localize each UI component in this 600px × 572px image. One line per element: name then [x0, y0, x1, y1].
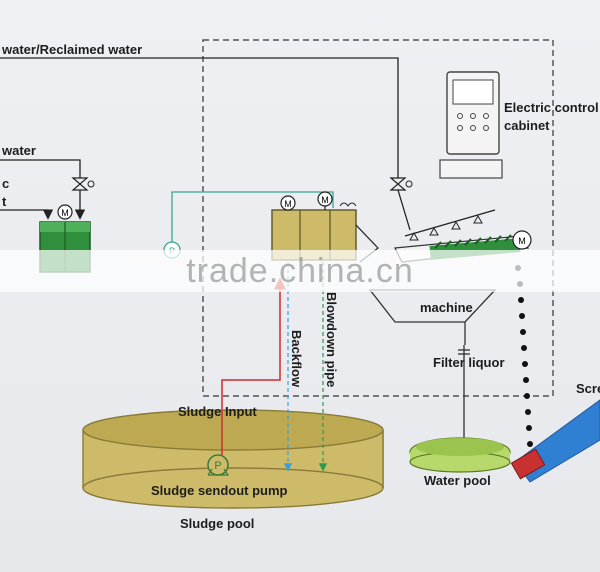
- label-water-left: water: [1, 143, 36, 158]
- label-electric-control: Electric control: [504, 100, 599, 115]
- spray-pipe-feed: [397, 189, 411, 231]
- motor-icon-tank2: M: [321, 195, 329, 205]
- motor-icon-screw: M: [518, 236, 526, 246]
- sludge-pump-icon: P: [207, 454, 230, 476]
- watermark-text: trade.china.cn: [186, 252, 414, 290]
- label-backflow: Backflow: [289, 330, 304, 388]
- label-sludge-sendout-pump: Sludge sendout pump: [151, 483, 288, 498]
- valve-icon-left: [71, 177, 95, 191]
- label-partial-t: t: [2, 194, 7, 209]
- reclaimed-water-line: [0, 57, 399, 178]
- sludge-pool-icon: [82, 409, 384, 509]
- label-reclaimed-water: water/Reclaimed water: [1, 42, 142, 57]
- valve-icon-right: [389, 177, 413, 191]
- label-partial-c: c: [2, 176, 9, 191]
- watermark-band: [0, 250, 600, 292]
- label-filter-liquor: Filter liquor: [433, 355, 505, 370]
- sludge-cake-drop: [515, 265, 534, 461]
- label-screw-partial: Scre: [576, 381, 600, 396]
- motor-icon-tank1: M: [284, 199, 292, 209]
- electric-control-cabinet-icon: [439, 71, 503, 179]
- label-blowdown-pipe: Blowdown pipe: [324, 292, 339, 387]
- svg-text:P: P: [214, 460, 221, 472]
- polymer-feed-line: [171, 191, 334, 248]
- label-cabinet: cabinet: [504, 118, 550, 133]
- motor-icon-left: M: [61, 208, 69, 218]
- label-sludge-pool: Sludge pool: [180, 516, 254, 531]
- chemical-line-left: [0, 209, 54, 220]
- label-machine: machine: [420, 300, 473, 315]
- sludge-input-line: [221, 277, 286, 455]
- screw-conveyor: [510, 399, 600, 483]
- water-line-left: [0, 159, 81, 178]
- water-pool-icon: [409, 437, 511, 473]
- system-boundary: [202, 39, 554, 397]
- label-water-pool: Water pool: [424, 473, 491, 488]
- label-sludge-input: Sludge Input: [178, 404, 257, 419]
